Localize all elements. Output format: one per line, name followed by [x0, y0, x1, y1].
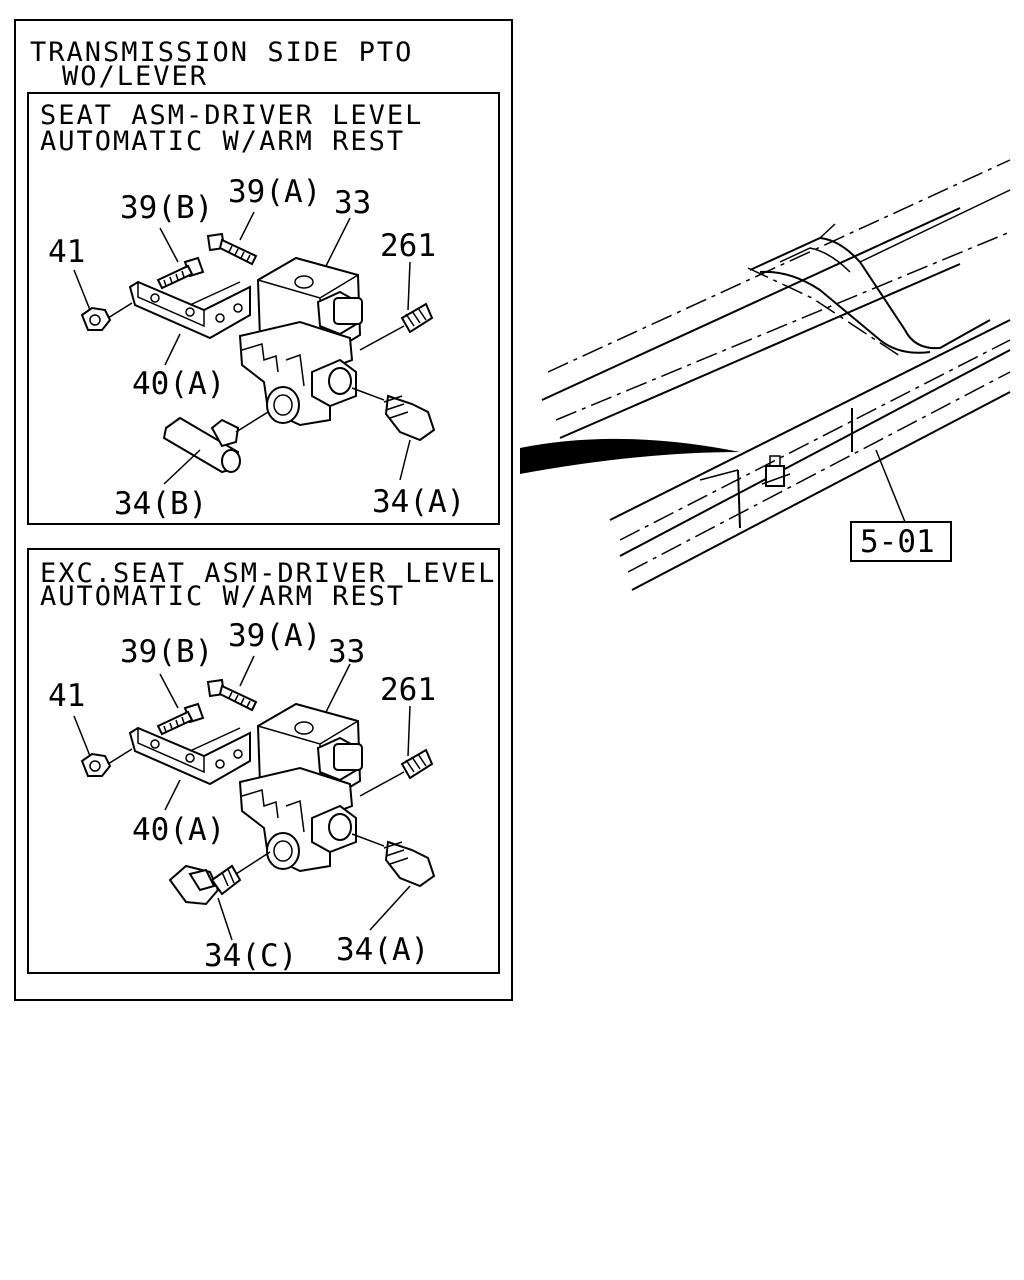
reference-label: 5-01 — [860, 524, 935, 560]
outer-title-line1: TRANSMISSION SIDE PTO — [30, 37, 413, 68]
panel-top-title-line1: SEAT ASM-DRIVER LEVEL — [40, 100, 423, 131]
callout-40a: 40(A) — [132, 812, 225, 848]
outer-panel: TRANSMISSION SIDE PTO WO/LEVER — [14, 19, 513, 1001]
outer-title-line2: WO/LEVER — [62, 61, 208, 92]
reference-box — [850, 521, 952, 562]
callout-34a: 34(A) — [336, 932, 429, 968]
frame-illustration: 5-01 — [520, 159, 1011, 591]
panel-top: SEAT ASM-DRIVER LEVEL AUTOMATIC W/ARM RE… — [27, 92, 500, 525]
callout-34a: 34(A) — [372, 484, 465, 520]
callout-41: 41 — [48, 678, 85, 714]
valve-assembly-top — [81, 233, 435, 441]
callout-261: 261 — [380, 228, 436, 264]
panel-bottom: EXC.SEAT ASM-DRIVER LEVEL AUTOMATIC W/AR… — [27, 548, 500, 974]
callout-39a: 39(A) — [228, 174, 321, 210]
elbow-34c — [168, 851, 271, 906]
callout-39b: 39(B) — [120, 634, 213, 670]
callout-39b: 39(B) — [120, 190, 213, 226]
callout-34c: 34(C) — [204, 938, 297, 974]
valve-assembly-bottom — [81, 679, 435, 887]
callout-33: 33 — [328, 634, 365, 670]
callout-39a: 39(A) — [228, 618, 321, 654]
pointer-arrow — [520, 438, 740, 474]
callout-261: 261 — [380, 672, 436, 708]
callout-40a: 40(A) — [132, 366, 225, 402]
panel-top-title-line2: AUTOMATIC W/ARM REST — [40, 126, 405, 157]
callout-34b: 34(B) — [114, 486, 207, 522]
panel-bottom-title-line1: EXC.SEAT ASM-DRIVER LEVEL — [40, 558, 496, 589]
pipe-34b — [162, 411, 269, 474]
callout-41: 41 — [48, 234, 85, 270]
valve-on-frame — [765, 465, 785, 487]
panel-bottom-title-line2: AUTOMATIC W/ARM REST — [40, 581, 405, 612]
callout-33: 33 — [334, 185, 371, 221]
